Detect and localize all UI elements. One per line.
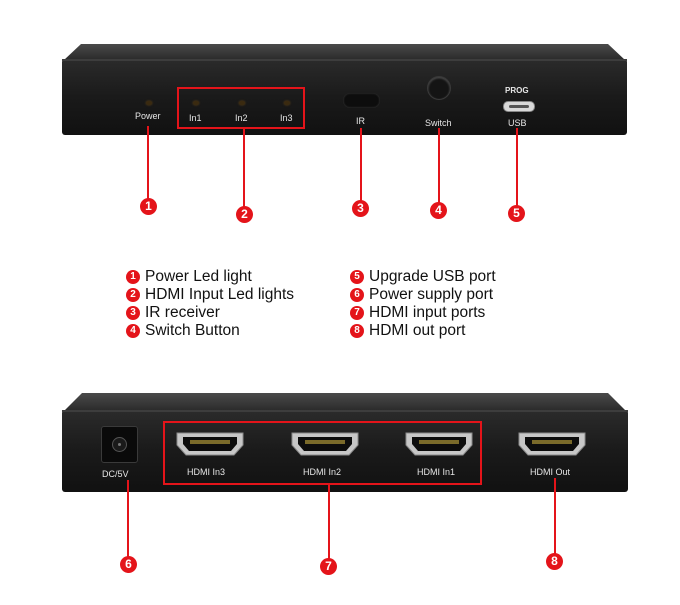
legend-badge: 3 <box>126 306 140 320</box>
legend-badge: 5 <box>350 270 364 284</box>
legend-text: Switch Button <box>145 322 240 339</box>
legend-text: Power Led light <box>145 268 252 285</box>
hdmi-in2-port[interactable] <box>289 430 361 458</box>
legend-item: 8 HDMI out port <box>350 322 496 340</box>
hdmi-in1-label: HDMI In1 <box>417 467 456 477</box>
power-led <box>146 101 152 105</box>
legend-item: 5 Upgrade USB port <box>350 268 496 286</box>
dc-label: DC/5V <box>102 469 129 479</box>
callout-line-6 <box>127 480 129 558</box>
callout-line-1 <box>147 126 149 199</box>
legend-text: IR receiver <box>145 304 220 321</box>
usb-port[interactable] <box>503 101 535 112</box>
hdmi-in2-label: HDMI In2 <box>303 467 342 477</box>
legend-text: HDMI input ports <box>369 304 486 321</box>
in3-label: In3 <box>280 113 293 123</box>
callout-line-4 <box>438 128 440 203</box>
in2-label: In2 <box>235 113 248 123</box>
hdmi-out-port[interactable] <box>516 430 588 458</box>
prog-label: PROG <box>505 86 529 95</box>
callout-line-8 <box>554 478 556 558</box>
legend-item: 7 HDMI input ports <box>350 304 496 322</box>
legend-badge: 7 <box>350 306 364 320</box>
legend-badge: 6 <box>350 288 364 302</box>
callout-line-7 <box>328 485 330 561</box>
callout-badge-5: 5 <box>508 205 525 222</box>
in1-label: In1 <box>189 113 202 123</box>
callout-badge-4: 4 <box>430 202 447 219</box>
hdmi-in3-label: HDMI In3 <box>187 467 226 477</box>
callout-badge-7: 7 <box>320 558 337 575</box>
legend-item: 6 Power supply port <box>350 286 496 304</box>
device-front-panel <box>62 44 627 135</box>
switch-button[interactable] <box>428 77 450 99</box>
in3-led <box>284 101 290 105</box>
callout-badge-2: 2 <box>236 206 253 223</box>
callout-badge-8: 8 <box>546 553 563 570</box>
callout-badge-6: 6 <box>120 556 137 573</box>
callout-badge-1: 1 <box>140 198 157 215</box>
legend-item: 2 HDMI Input Led lights <box>126 286 294 304</box>
in2-led <box>239 101 245 105</box>
legend-item: 1 Power Led light <box>126 268 294 286</box>
legend-text: Power supply port <box>369 286 494 303</box>
callout-line-3 <box>360 128 362 201</box>
ir-receiver-window <box>343 93 380 108</box>
callout-line-2 <box>243 129 245 207</box>
power-label: Power <box>135 111 161 121</box>
input-leds-highlight <box>177 87 305 129</box>
ir-label: IR <box>356 116 365 126</box>
hdmi-inputs-highlight <box>163 421 482 485</box>
legend-text: Upgrade USB port <box>369 268 496 285</box>
hdmi-in1-port[interactable] <box>403 430 475 458</box>
legend-text: HDMI out port <box>369 322 466 339</box>
legend-badge: 1 <box>126 270 140 284</box>
legend-badge: 2 <box>126 288 140 302</box>
dc-power-jack[interactable] <box>101 426 138 463</box>
legend-item: 3 IR receiver <box>126 304 294 322</box>
switch-label: Switch <box>425 118 452 128</box>
hdmi-out-label: HDMI Out <box>530 467 571 477</box>
legend-badge: 4 <box>126 324 140 338</box>
callout-line-5 <box>516 128 518 206</box>
hdmi-in3-port[interactable] <box>174 430 246 458</box>
in1-led <box>193 101 199 105</box>
legend-item: 4 Switch Button <box>126 322 294 340</box>
legend-text: HDMI Input Led lights <box>145 286 295 303</box>
legend-badge: 8 <box>350 324 364 338</box>
callout-badge-3: 3 <box>352 200 369 217</box>
usb-label: USB <box>508 118 527 128</box>
